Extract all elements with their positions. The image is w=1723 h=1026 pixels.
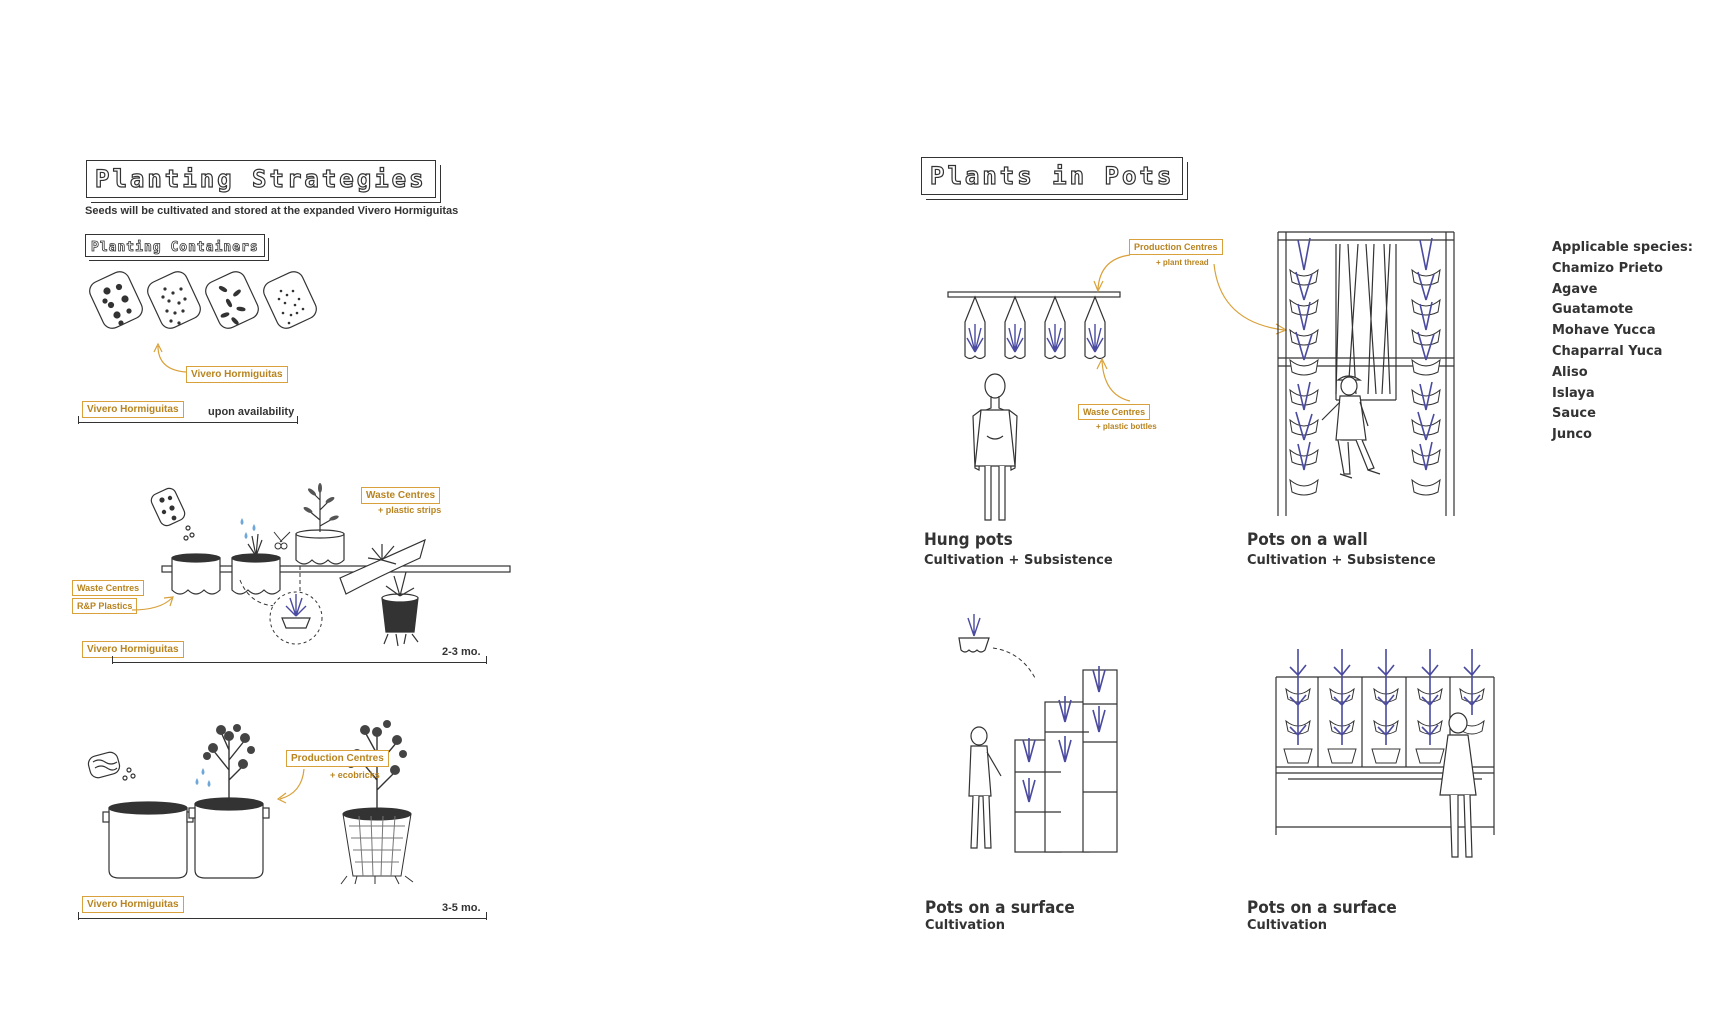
wall-pot-column-right bbox=[1412, 270, 1440, 495]
species-item: Aliso bbox=[1552, 363, 1693, 384]
planting-containers-heading-box: Planting Containers bbox=[85, 234, 265, 257]
strip-pot-1 bbox=[172, 554, 220, 594]
seed-containers-illustration bbox=[85, 265, 345, 345]
row2-timeline bbox=[112, 662, 487, 663]
row2-duration: 2-3 mo. bbox=[442, 646, 481, 658]
species-item: Chamizo Prieto bbox=[1552, 259, 1693, 280]
hung-pots-caption-sub: Cultivation + Subsistence bbox=[924, 553, 1113, 568]
row1-timeline-note: upon availability bbox=[208, 406, 294, 418]
row2-timeline-tick-end bbox=[486, 656, 487, 664]
species-item: Guatamote bbox=[1552, 300, 1693, 321]
hung-production-note: + plant thread bbox=[1156, 258, 1209, 267]
species-item: Mohave Yucca bbox=[1552, 321, 1693, 342]
gardener-figure bbox=[1322, 376, 1380, 478]
row3-timeline-tick-start bbox=[78, 912, 79, 920]
species-heading: Applicable species: bbox=[1552, 238, 1693, 259]
planting-strategies-title-box: Planting Strategies bbox=[86, 160, 436, 198]
species-item: Chaparral Yuca bbox=[1552, 342, 1693, 363]
species-item: Junco bbox=[1552, 425, 1693, 446]
row1-timeline-label: Vivero Hormiguitas bbox=[82, 401, 184, 418]
wall-pots-caption-sub: Cultivation + Subsistence bbox=[1247, 553, 1436, 568]
row1-source-label: Vivero Hormiguitas bbox=[186, 366, 288, 383]
row1-arrow bbox=[150, 340, 190, 380]
row3-arrow bbox=[272, 765, 312, 805]
planting-containers-heading: Planting Containers bbox=[91, 240, 259, 255]
hung-production-label: Production Centres bbox=[1129, 239, 1223, 255]
wall-pots-illustration bbox=[1276, 230, 1456, 520]
hung-waste-note: + plastic bottles bbox=[1096, 422, 1157, 431]
wall-pot-column-left bbox=[1290, 270, 1318, 495]
container-dark-pattern bbox=[86, 268, 145, 331]
surface-pots-stepped-illustration bbox=[955, 612, 1125, 857]
surface-pots-2-caption-sub: Cultivation bbox=[1247, 918, 1327, 933]
row3-production-note: + ecobricks bbox=[330, 770, 380, 780]
row1-timeline-tick-start bbox=[78, 416, 79, 424]
row2-source-label-2: R&P Plastics bbox=[72, 598, 137, 614]
ecobrick-seed-icon bbox=[87, 750, 135, 780]
large-pot-1 bbox=[103, 802, 193, 878]
row2-waste-note: + plastic strips bbox=[378, 505, 441, 515]
row3-water-drops bbox=[196, 768, 211, 787]
species-item: Agave bbox=[1552, 280, 1693, 301]
plants-in-pots-title-box: Plants in Pots bbox=[921, 157, 1183, 195]
row2-arrow bbox=[130, 590, 180, 614]
row3-timeline-label: Vivero Hormiguitas bbox=[82, 896, 184, 913]
scissors-icon bbox=[274, 532, 290, 549]
intro-text: Seeds will be cultivated and stored at t… bbox=[85, 205, 458, 217]
row3-timeline bbox=[78, 918, 487, 919]
woman-figure bbox=[973, 374, 1017, 520]
young-tree bbox=[203, 724, 255, 802]
row1-timeline bbox=[78, 422, 298, 423]
ecobrick-pot bbox=[341, 808, 413, 884]
plants-in-pots-title: Plants in Pots bbox=[930, 162, 1174, 190]
hung-pots-caption-title: Hung pots bbox=[924, 530, 1013, 550]
row2-timeline-label: Vivero Hormiguitas bbox=[82, 641, 184, 658]
hung-arrows bbox=[1090, 245, 1150, 405]
surface-pots-1-caption-title: Pots on a surface bbox=[925, 898, 1075, 918]
container-leaf-pattern bbox=[202, 268, 261, 331]
woman-figure-3 bbox=[1440, 713, 1476, 857]
strip-pot-2 bbox=[232, 534, 280, 594]
hanging-bottles bbox=[965, 297, 1105, 359]
row3-timeline-tick-end bbox=[486, 912, 487, 920]
row2-timeline-tick-start bbox=[112, 656, 113, 664]
water-drops bbox=[241, 518, 256, 539]
large-pot-2 bbox=[189, 798, 269, 878]
floating-pot bbox=[959, 614, 989, 652]
surface-pots-1-caption-sub: Cultivation bbox=[925, 918, 1005, 933]
hung-waste-label: Waste Centres bbox=[1078, 404, 1150, 420]
seed-container-icon bbox=[149, 486, 194, 540]
planting-strategies-title: Planting Strategies bbox=[95, 165, 427, 193]
surface-pots-shelf-illustration bbox=[1274, 645, 1496, 865]
container-fine-dot-pattern bbox=[260, 268, 319, 331]
woman-figure-2 bbox=[969, 727, 1001, 848]
container-dotted-pattern bbox=[144, 268, 203, 331]
wall-pots-caption-title: Pots on a wall bbox=[1247, 530, 1368, 550]
species-item: Sauce bbox=[1552, 404, 1693, 425]
row1-timeline-tick-end bbox=[297, 416, 298, 424]
strip-pot-3 bbox=[296, 483, 344, 564]
row3-duration: 3-5 mo. bbox=[442, 902, 481, 914]
species-list: Applicable species: Chamizo Prieto Agave… bbox=[1552, 238, 1693, 446]
surface-pots-2-caption-title: Pots on a surface bbox=[1247, 898, 1397, 918]
row2-waste-label: Waste Centres bbox=[361, 487, 440, 504]
planted-pot bbox=[382, 572, 418, 646]
species-item: Islaya bbox=[1552, 384, 1693, 405]
